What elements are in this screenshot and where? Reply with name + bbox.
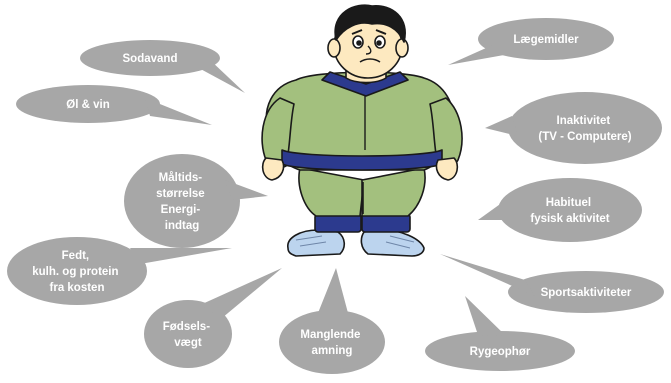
- bubble-label: Sportsaktiviteter: [541, 287, 632, 299]
- bubble-habituel: Habituel fysisk aktivitet: [478, 178, 642, 242]
- bubble-sodavand: Sodavand: [80, 40, 245, 93]
- bubble-fedt: Fedt, kulh. og protein fra kosten: [7, 237, 232, 305]
- bubble-sportsaktiviteter: Sportsaktiviteter: [440, 254, 664, 313]
- bubble-label: Øl & vin: [66, 99, 109, 111]
- overweight-boy-figure: [262, 5, 462, 256]
- bubble-maltids: Måltids- størrelse Energi- indtag: [124, 154, 268, 248]
- bubble-label: Sodavand: [123, 53, 178, 65]
- bubble-label: Rygeophør: [470, 346, 531, 358]
- bubble-label: Lægemidler: [513, 34, 579, 46]
- bubble-ol-vin: Øl & vin: [16, 85, 212, 125]
- bubble-laegemidler: Lægemidler: [448, 18, 614, 65]
- bubble-inaktivitet: Inaktivitet (TV - Computere): [485, 92, 662, 164]
- bubble-amning: Manglende amning: [279, 268, 385, 374]
- bubble-fodsels: Fødsels- vægt: [144, 268, 282, 368]
